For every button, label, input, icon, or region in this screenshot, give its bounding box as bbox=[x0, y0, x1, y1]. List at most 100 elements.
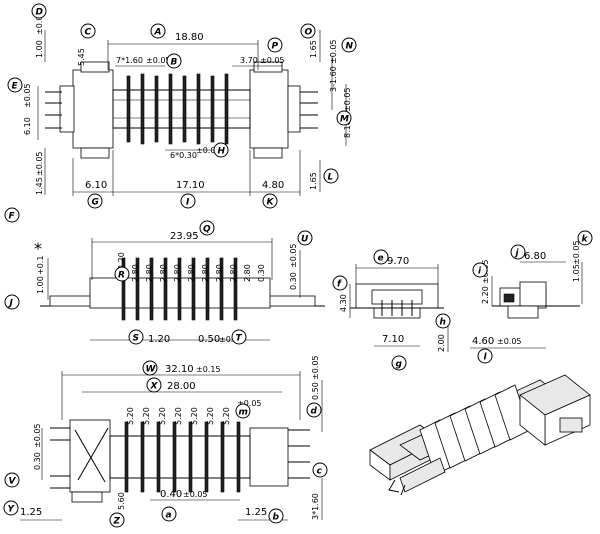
label-f: F bbox=[9, 212, 16, 222]
dim-side-gap-1: 2.80 bbox=[131, 264, 140, 282]
dim-bot-slot-3: 5.20 bbox=[158, 407, 167, 425]
label-a: A bbox=[154, 28, 162, 38]
label-i: I bbox=[186, 198, 190, 208]
dim-side-gap-6: 2.80 bbox=[201, 264, 210, 282]
dim-side-t: 0.50 bbox=[198, 334, 220, 345]
dim-bot-a: 0.40 bbox=[160, 489, 182, 500]
dim-top-o: 1.65 bbox=[309, 40, 318, 58]
dim-side-gap-9: 2.80 bbox=[243, 264, 252, 282]
dim-bot-b: 1.25 bbox=[245, 507, 267, 518]
dim-top-l: 1.65 bbox=[309, 172, 318, 190]
side-flanges bbox=[121, 257, 238, 321]
label-l: L bbox=[328, 173, 334, 183]
label-u: U bbox=[301, 235, 309, 245]
dim-side-gap-5: 2.80 bbox=[187, 264, 196, 282]
dim-end-left: 4.30 bbox=[339, 294, 348, 312]
dim-side-h-tol: +0.1 bbox=[36, 256, 45, 275]
dim-side-s: 1.20 bbox=[148, 334, 170, 345]
dim-side2-mid: 2.20 bbox=[481, 286, 490, 304]
label-d: D bbox=[36, 8, 44, 18]
dim-top-left-small: 5.45 bbox=[77, 48, 86, 66]
label-h-lower: h bbox=[440, 318, 446, 328]
end-view: 9.70 4.30 7.10 2.00 e f h g bbox=[332, 249, 451, 371]
dim-bot-slot-7: 5.20 bbox=[222, 407, 231, 425]
dim-bot-left: 6.10 bbox=[85, 180, 107, 191]
label-v: V bbox=[9, 477, 17, 487]
top-labels: D C A P O N B E M H L F G I K bbox=[4, 3, 357, 223]
dim-side-gap-last: 0.30 bbox=[257, 264, 266, 282]
dim-side2-right-tol: ±0.05 bbox=[572, 240, 581, 265]
dim-side-u-tol: ±0.05 bbox=[289, 243, 298, 268]
dim-side-gap-2: 2.80 bbox=[145, 264, 154, 282]
dim-top-f-tol: ±0.05 bbox=[35, 151, 44, 176]
label-e: E bbox=[12, 82, 19, 92]
label-x: X bbox=[150, 382, 159, 392]
dim-bot-d: 0.50 bbox=[311, 382, 320, 400]
bottom-flanges bbox=[124, 421, 241, 493]
label-m: M bbox=[340, 115, 349, 125]
dim-bot-slot-4: 5.20 bbox=[174, 407, 183, 425]
label-j-lower: j bbox=[514, 249, 520, 259]
dim-side2-top: 6.80 bbox=[524, 251, 546, 262]
dim-bot-slot-tol: ±0.05 bbox=[237, 399, 262, 408]
dim-bot-slot-5: 5.20 bbox=[190, 407, 199, 425]
dim-bot-d-tol: ±0.05 bbox=[311, 355, 320, 380]
top-view: 18.80 7*1.60 ±0.05 5.45 3.70 ±0.05 1.00 … bbox=[4, 3, 357, 223]
dim-top-f: 1.45 bbox=[35, 177, 44, 195]
isometric-view bbox=[369, 374, 591, 496]
dim-side-u: 0.30 bbox=[289, 272, 298, 290]
dim-top-n-tol: ±0.05 bbox=[329, 39, 338, 64]
dim-side-gap-4: 2.80 bbox=[173, 264, 182, 282]
dim-bot-v: 0.30 bbox=[33, 452, 42, 470]
label-g-lower: g bbox=[396, 360, 403, 370]
dim-bot-slot-1: 5.20 bbox=[126, 407, 135, 425]
label-p: P bbox=[272, 42, 279, 52]
dim-bot-slot-6: 5.20 bbox=[206, 407, 215, 425]
dim-top-m-tol: ±0.05 bbox=[343, 87, 352, 112]
label-c: C bbox=[85, 28, 92, 38]
label-a-lower: a bbox=[166, 511, 172, 521]
dim-side-t-tol: ±0.05 bbox=[219, 335, 244, 344]
dim-bot-c: 3*1.60 bbox=[311, 493, 320, 520]
label-s: S bbox=[133, 334, 139, 344]
label-m-lower: m bbox=[239, 408, 248, 418]
label-c-lower: c bbox=[317, 467, 323, 477]
dim-side2-right: 1.05 bbox=[572, 264, 581, 282]
dim-side-gap-3: 2.80 bbox=[159, 264, 168, 282]
dim-end-top: 9.70 bbox=[387, 256, 409, 267]
dim-side-total: 23.95 bbox=[170, 231, 199, 242]
dim-top-pin-tol: ±0.05 bbox=[196, 146, 221, 155]
label-g: G bbox=[92, 198, 99, 208]
label-f-lower: f bbox=[337, 280, 342, 290]
dim-bot-z: 5.60 bbox=[117, 492, 126, 510]
dim-side2-bottom-tol: ±0.05 bbox=[497, 337, 522, 346]
label-k-lower: k bbox=[582, 235, 589, 245]
asterisk-mark: * bbox=[34, 239, 42, 258]
dim-top-n: 3-1.60 bbox=[329, 66, 338, 92]
dim-bot-inner: 28.00 bbox=[167, 381, 196, 392]
label-h: H bbox=[218, 147, 226, 157]
dim-bot-y: 1.25 bbox=[20, 507, 42, 518]
dim-bot-a-tol: ±0.05 bbox=[183, 490, 208, 499]
dim-end-bottom: 7.10 bbox=[382, 334, 404, 345]
dim-side2-bottom: 4.60 bbox=[472, 336, 494, 347]
dim-top-pitch: 7*1.60 bbox=[116, 56, 143, 65]
dim-side-r: 3.20 bbox=[117, 252, 126, 270]
dim-top-pitch-tol: ±0.05 bbox=[146, 56, 171, 65]
label-j: J bbox=[8, 299, 14, 309]
label-d-lower: d bbox=[311, 407, 318, 417]
label-z: Z bbox=[113, 517, 121, 527]
label-b-lower: b bbox=[273, 513, 280, 523]
dim-side-gap-8: 2.80 bbox=[229, 264, 238, 282]
dim-end-right: 2.00 bbox=[437, 334, 446, 352]
label-t: T bbox=[236, 334, 243, 344]
label-y: Y bbox=[8, 505, 16, 515]
dim-side-gap-7: 2.80 bbox=[215, 264, 224, 282]
right-side-view: 6.80 2.20 ±0.05 1.05 ±0.05 4.60 ±0.05 j … bbox=[470, 230, 593, 364]
label-q: Q bbox=[203, 225, 211, 235]
dim-bot-v-tol: ±0.05 bbox=[33, 423, 42, 448]
dim-side-h: 1.00 bbox=[36, 276, 45, 294]
dim-bot-slot-2: 5.20 bbox=[142, 407, 151, 425]
label-e-lower: e bbox=[378, 254, 384, 264]
